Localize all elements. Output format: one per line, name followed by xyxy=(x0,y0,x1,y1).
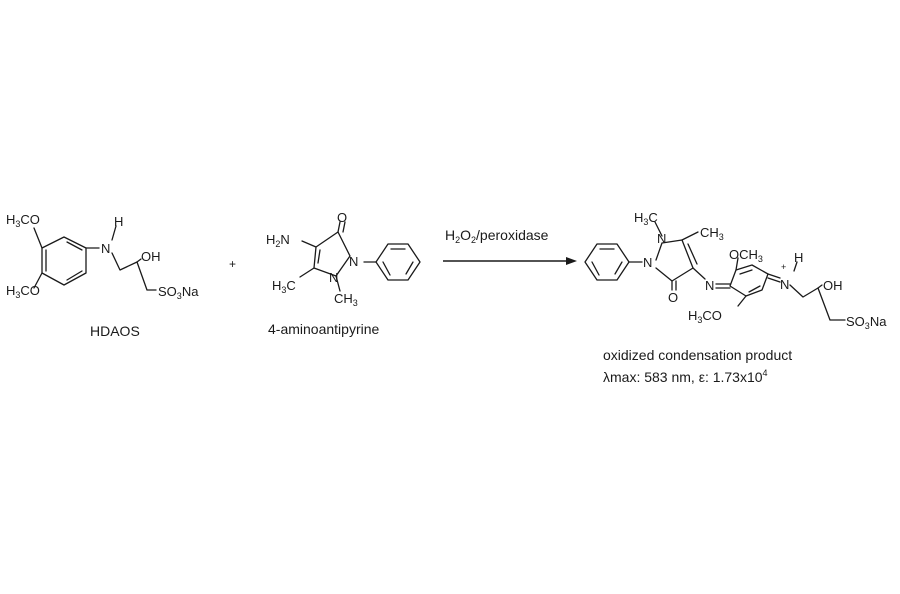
prod-methyl-top: H3C xyxy=(634,210,658,227)
prod-sulfonate: SO3Na xyxy=(846,314,887,331)
aminoantipyrine-structure xyxy=(299,221,421,292)
aap-n-methyl: CH3 xyxy=(334,291,358,308)
prod-carbonyl-o: O xyxy=(668,290,678,305)
prod-ring-n1: N xyxy=(657,231,666,246)
prod-hydroxyl: OH xyxy=(823,278,843,293)
prod-iminium-n: N xyxy=(780,277,789,292)
prod-methoxy-top: OCH3 xyxy=(729,247,763,264)
product-lambda-max: λmax: 583 nm, ε: 1.73x104 xyxy=(603,368,768,385)
prod-methoxy-bottom: H3CO xyxy=(688,308,722,325)
hdaos-label: HDAOS xyxy=(90,323,140,339)
prod-methyl-right: CH3 xyxy=(700,225,724,242)
hdaos-amine-n: N xyxy=(101,241,110,256)
hdaos-methoxy-bottom: H3CO xyxy=(6,283,40,300)
aap-label: 4-aminoantipyrine xyxy=(268,321,379,337)
prod-ring-n2: N xyxy=(643,255,652,270)
aap-ring-n2: N xyxy=(329,270,338,285)
plus-sign: + xyxy=(229,257,236,271)
prod-azo-n: N xyxy=(705,278,714,293)
hdaos-benzene-ring xyxy=(41,236,87,286)
product-structure xyxy=(584,221,846,321)
reaction-arrow xyxy=(443,257,577,265)
hdaos-hydroxyl: OH xyxy=(141,249,161,264)
hdaos-methoxy-top: H3CO xyxy=(6,212,40,229)
prod-iminium-h: H xyxy=(794,250,803,265)
aap-amino: H2N xyxy=(266,232,290,249)
hdaos-sulfonate: SO3Na xyxy=(158,284,199,301)
product-caption: oxidized condensation product xyxy=(603,347,792,363)
aap-methyl-c: H3C xyxy=(272,278,296,295)
prod-iminium-charge: + xyxy=(781,262,786,272)
hdaos-amine-h: H xyxy=(114,214,123,229)
aap-carbonyl-o: O xyxy=(337,210,347,225)
hdaos-structure xyxy=(33,225,157,291)
aap-ring-n1: N xyxy=(349,254,358,269)
arrow-reagent: H2O2/peroxidase xyxy=(445,227,549,245)
